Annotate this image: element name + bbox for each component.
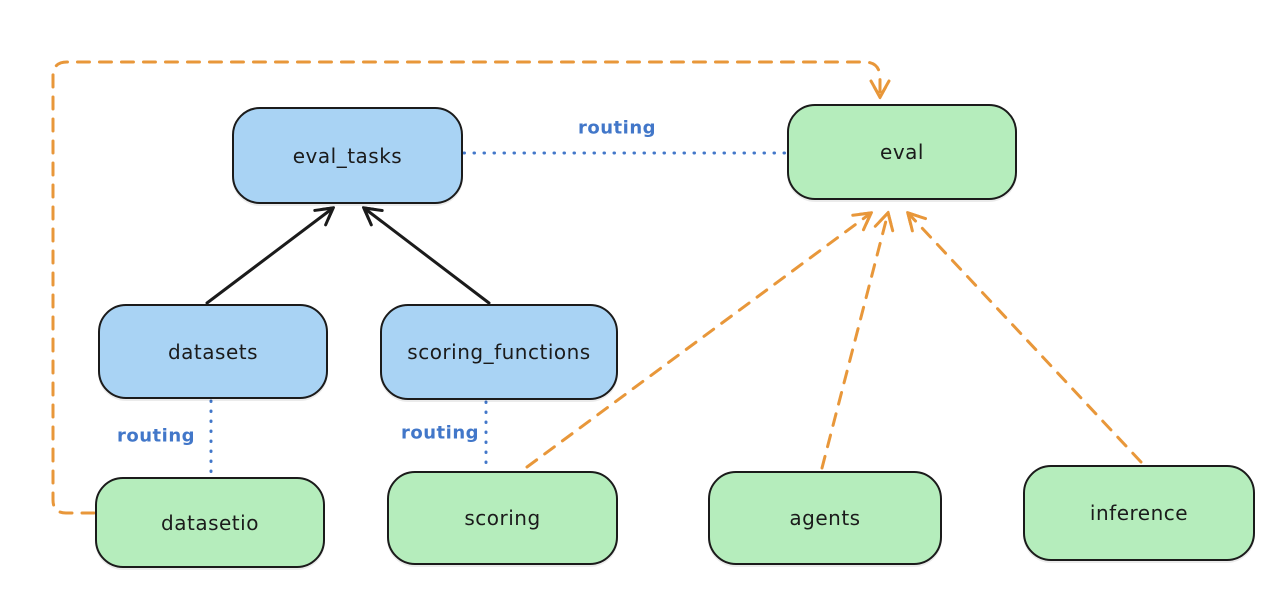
edge-inference-to-eval bbox=[906, 211, 1143, 464]
node-datasets-label: datasets bbox=[167, 339, 259, 364]
node-scoring-functions[interactable]: scoring_functions bbox=[380, 304, 618, 400]
node-scoring[interactable]: scoring bbox=[387, 471, 618, 565]
node-agents[interactable]: agents bbox=[708, 471, 942, 565]
edge-label-routing-eval-tasks-eval: routing bbox=[577, 117, 657, 139]
edge-agents-to-eval bbox=[820, 210, 895, 470]
edge-label-routing-datasets-datasetio: routing bbox=[116, 425, 196, 447]
node-datasets[interactable]: datasets bbox=[98, 304, 328, 399]
edge-scoring-to-eval bbox=[525, 211, 874, 469]
node-scoring-functions-label: scoring_functions bbox=[407, 340, 591, 364]
node-inference-label: inference bbox=[1089, 501, 1189, 525]
node-eval[interactable]: eval bbox=[787, 104, 1017, 200]
edge-scoring-functions-to-eval-tasks bbox=[362, 206, 491, 305]
node-scoring-label: scoring bbox=[464, 506, 541, 530]
edge-datasets-to-eval-tasks bbox=[205, 206, 335, 305]
edge-datasetio-to-eval bbox=[51, 60, 891, 515]
edge-label-routing-scoring-functions-scoring: routing bbox=[400, 422, 480, 444]
node-inference[interactable]: inference bbox=[1023, 465, 1255, 561]
node-eval-tasks[interactable]: eval_tasks bbox=[232, 107, 463, 204]
node-datasetio-label: datasetio bbox=[161, 510, 259, 535]
node-eval-tasks-label: eval_tasks bbox=[292, 143, 403, 168]
node-eval-label: eval bbox=[880, 140, 924, 164]
node-agents-label: agents bbox=[789, 506, 861, 530]
node-datasetio[interactable]: datasetio bbox=[95, 477, 325, 568]
